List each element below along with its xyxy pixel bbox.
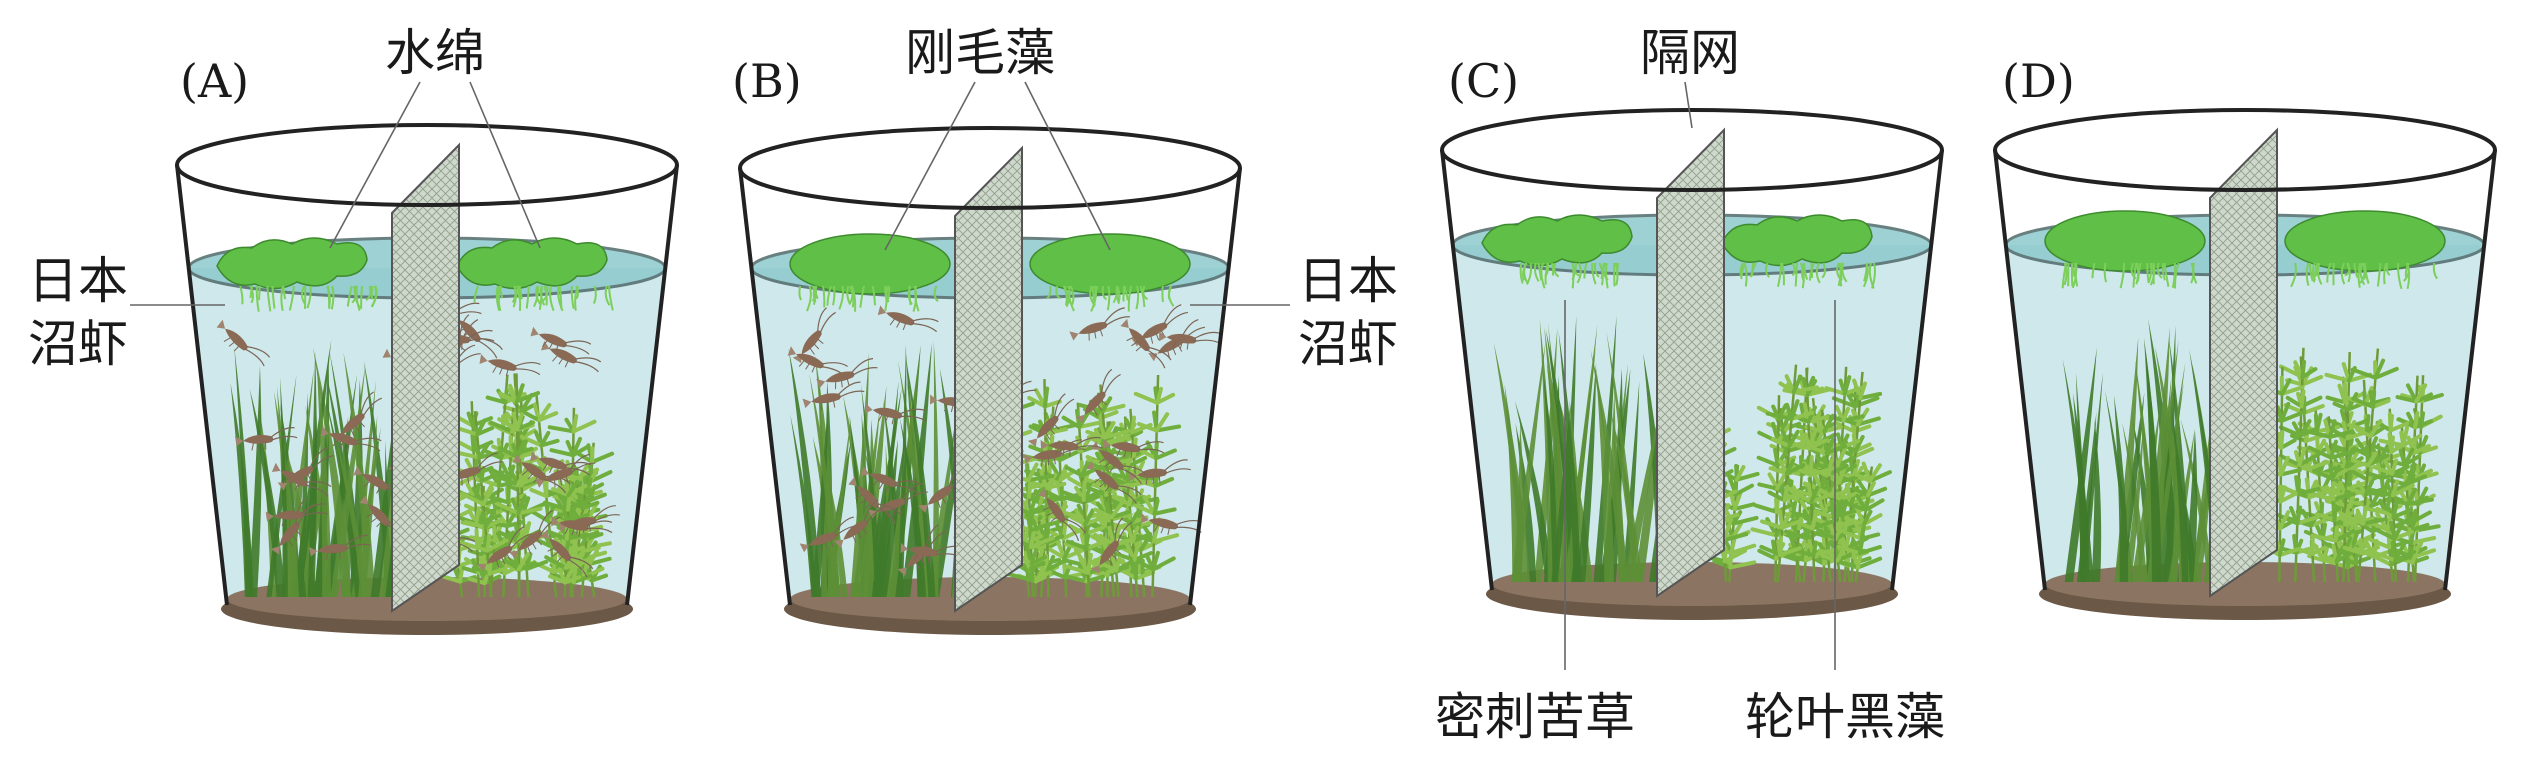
- tank-c: [1442, 110, 1942, 620]
- partition-net: [955, 148, 1022, 611]
- label-cladophora: 刚毛藻: [905, 28, 1055, 78]
- label-shrimp-right: 日本 沼虾: [1298, 250, 1398, 375]
- hydrilla-leaf: [2281, 432, 2282, 447]
- algae-filament: [372, 286, 373, 299]
- algae-filament: [259, 286, 260, 300]
- algae-filament: [1573, 263, 1574, 288]
- label-shrimp-left: 日本 沼虾: [28, 250, 128, 375]
- hydrilla-leaf: [1030, 513, 1032, 530]
- hydrilla-leaf: [481, 468, 483, 481]
- partition-net: [1657, 130, 1724, 596]
- hydrilla-leaf: [1862, 525, 1864, 538]
- label-vallisneria: 密刺苦草: [1435, 692, 1635, 742]
- leader-partition-net: [1685, 82, 1692, 128]
- hydrilla-leaf: [1813, 543, 1815, 556]
- label-shrimp-right-line1: 日本: [1298, 250, 1398, 313]
- leader-cladophora-right: [1025, 82, 1110, 250]
- label-partition-net: 隔网: [1640, 28, 1740, 78]
- panel-label-d: (D): [2002, 58, 2075, 104]
- hydrilla-leaf: [2301, 391, 2303, 406]
- hydrilla-leaf: [1822, 474, 1824, 490]
- label-shrimp-right-line2: 沼虾: [1298, 313, 1398, 376]
- tank-d: [1995, 110, 2495, 620]
- hydrilla-leaf: [1846, 535, 1849, 549]
- partition-net: [2210, 130, 2277, 596]
- hydrilla-leaf: [1132, 418, 1134, 433]
- hydrilla-leaf: [2391, 437, 2393, 452]
- hydrilla-leaf: [487, 536, 489, 551]
- algae-filament: [361, 286, 362, 309]
- panel-label-c: (C): [1448, 58, 1519, 104]
- hydrilla-leaf: [2363, 507, 2366, 523]
- hydrilla-leaf: [2335, 527, 2337, 540]
- hydrilla-leaf: [574, 416, 577, 431]
- hydrilla-leaf: [476, 508, 478, 523]
- algae-mat: [790, 234, 950, 294]
- hydrilla-leaf: [1084, 482, 1085, 499]
- algae-mat: [1030, 234, 1190, 294]
- hydrilla-leaf: [1045, 389, 1047, 407]
- hydrilla-leaf: [1029, 480, 1030, 497]
- hydrilla-leaf: [1777, 499, 1778, 512]
- algae-filament: [1617, 263, 1618, 276]
- hydrilla-leaf: [2298, 480, 2299, 494]
- hydrilla-leaf: [1031, 532, 1034, 546]
- label-hydrilla: 轮叶黑藻: [1745, 692, 1945, 742]
- label-shrimp-left-line1: 日本: [28, 250, 128, 313]
- hydrilla-leaf: [2302, 362, 2304, 377]
- tank-a: [177, 125, 677, 635]
- hydrilla-leaf: [2334, 507, 2336, 520]
- hydrilla-leaf: [1130, 487, 1132, 505]
- hydrilla-leaf: [2373, 392, 2374, 407]
- leader-water-silk-right: [470, 82, 540, 248]
- label-shrimp-left-line2: 沼虾: [28, 313, 128, 376]
- hydrilla-leaf: [1780, 537, 1781, 554]
- partition-net: [392, 145, 459, 611]
- label-water-silk: 水绵: [385, 28, 485, 78]
- hydrilla-leaf: [2414, 440, 2415, 453]
- hydrilla-leaf: [2391, 416, 2392, 430]
- hydrilla-leaf: [1810, 457, 1811, 475]
- algae-mat: [2045, 211, 2205, 271]
- algae-mat: [2285, 211, 2445, 271]
- algae-filament: [1796, 263, 1797, 286]
- algae-filament: [1162, 286, 1163, 302]
- hydrilla-leaf: [1785, 487, 1787, 501]
- hydrilla-leaf: [2394, 504, 2397, 517]
- panel-label-a: (A): [180, 58, 249, 104]
- hydrilla-leaf: [2415, 413, 2417, 427]
- tank-b: [740, 128, 1240, 635]
- panel-label-b: (B): [732, 58, 802, 104]
- hydrilla-leaf: [2297, 508, 2300, 524]
- algae-filament: [499, 286, 500, 300]
- algae-filament: [1552, 263, 1553, 276]
